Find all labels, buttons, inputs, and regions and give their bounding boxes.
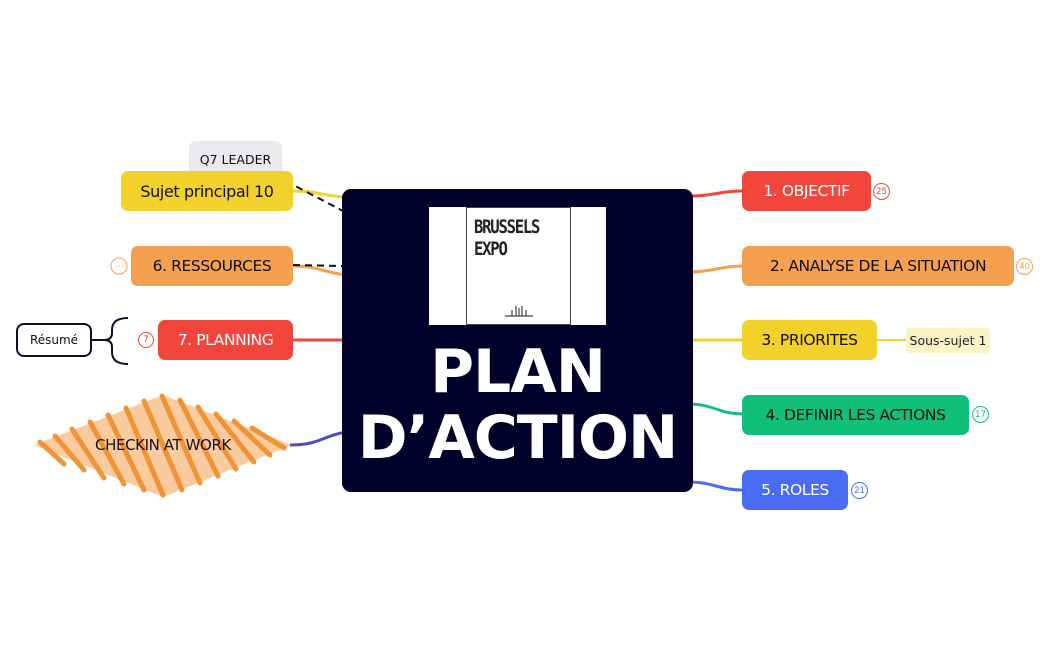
topic-ressources[interactable]: 6. RESSOURCES — [131, 246, 293, 286]
floating-label: Q7 LEADER — [199, 151, 272, 167]
connector-analyse — [689, 264, 743, 274]
hatched-diamond-icon — [34, 393, 292, 498]
brussels-expo-logo: BRUSSELS EXPO — [429, 207, 606, 325]
topic-count-badge[interactable]: 17 — [972, 406, 989, 423]
topic-roles[interactable]: 5. ROLES — [742, 470, 848, 510]
curly-brace-icon — [103, 317, 129, 365]
topic-definir-actions[interactable]: 4. DEFINIR LES ACTIONS — [742, 395, 969, 435]
topic-label: CHECKIN AT WORK — [95, 436, 231, 454]
relationship-ressources — [292, 264, 346, 267]
title-line-2: D’ACTION — [357, 403, 679, 473]
topic-priorites[interactable]: 3. PRIORITES — [742, 320, 877, 360]
collapse-indicator[interactable]: ··· — [115, 261, 124, 272]
connector-objectif — [689, 189, 743, 198]
topic-planning[interactable]: 7. PLANNING — [158, 320, 293, 360]
collapse-circle — [110, 257, 128, 275]
summary-label: Résumé — [29, 333, 79, 347]
logo-line-1: BRUSSELS — [474, 216, 540, 238]
topic-label: 6. RESSOURCES — [152, 257, 272, 275]
topic-label: 3. PRIORITES — [761, 331, 858, 349]
connector-checkin — [289, 430, 347, 447]
title-line-1: PLAN — [430, 337, 606, 407]
summary-node[interactable]: Résumé — [16, 323, 92, 357]
logo-building-icon — [505, 306, 533, 317]
topic-count-badge[interactable]: 25 — [873, 183, 890, 200]
topic-count-badge[interactable]: 21 — [851, 482, 868, 499]
topic-sujet-principal[interactable]: Sujet principal 10 — [121, 171, 293, 211]
topic-label: Sujet principal 10 — [140, 181, 274, 201]
topic-checkin-at-work[interactable]: CHECKIN AT WORK — [64, 430, 262, 460]
topic-label: 4. DEFINIR LES ACTIONS — [765, 406, 946, 424]
logo-line-2: EXPO — [474, 238, 508, 260]
connector-ressources — [292, 264, 347, 277]
central-topic[interactable]: BRUSSELS EXPO PLAN D’ACTION — [342, 189, 693, 492]
logo-frame: BRUSSELS EXPO — [466, 207, 571, 325]
logo-text: BRUSSELS EXPO — [474, 216, 540, 260]
connector-roles — [689, 480, 743, 492]
topic-label: 2. ANALYSE DE LA SITUATION — [769, 257, 987, 275]
subtopic-node[interactable]: Sous-sujet 1 — [906, 328, 990, 353]
connector-actions — [689, 402, 743, 416]
topic-count-badge[interactable]: 7 — [138, 332, 154, 348]
topic-count-badge[interactable]: 40 — [1016, 258, 1033, 275]
connector-sujet — [292, 189, 347, 199]
topic-label: 1. OBJECTIF — [763, 182, 850, 200]
topic-analyse[interactable]: 2. ANALYSE DE LA SITUATION — [742, 246, 1014, 286]
topic-label: 5. ROLES — [761, 481, 829, 499]
subtopic-label: Sous-sujet 1 — [909, 333, 987, 348]
topic-objectif[interactable]: 1. OBJECTIF — [742, 171, 871, 211]
topic-label: 7. PLANNING — [177, 331, 274, 349]
